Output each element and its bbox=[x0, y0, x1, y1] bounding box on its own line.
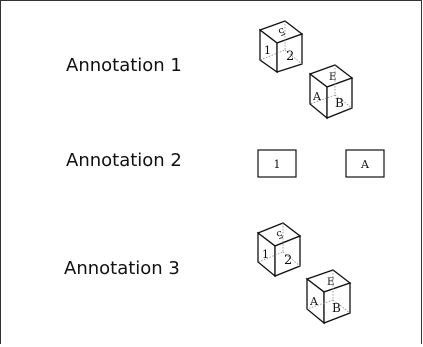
annotation-2-tiles: 1 A bbox=[257, 149, 385, 178]
cube-front-glyph: B bbox=[332, 301, 341, 315]
frame-border-left bbox=[0, 0, 1, 344]
cube-front-glyph: 2 bbox=[284, 253, 292, 268]
cube-front-glyph: 2 bbox=[286, 49, 294, 64]
cube-left-glyph: 1 bbox=[264, 44, 271, 57]
cube-hidden-edges bbox=[306, 270, 351, 314]
annotation-3-cubes: 5 1 2 E A B bbox=[256, 222, 352, 325]
tile-1 bbox=[257, 149, 297, 178]
cube-left-glyph: 1 bbox=[262, 248, 269, 261]
cube-top-glyph: 5 bbox=[276, 25, 286, 38]
tile-a bbox=[345, 149, 385, 178]
tile-a-glyph: A bbox=[360, 158, 370, 171]
cube-front-face bbox=[276, 33, 303, 73]
annotation-3-cube-bottom: E A B bbox=[305, 269, 352, 325]
annotation-1-cubes: 5 1 2 E A B bbox=[258, 20, 354, 120]
cube-top-glyph: E bbox=[329, 72, 336, 83]
annotation-1-cube-bottom: E A B bbox=[308, 64, 354, 120]
annotation-3-label: Annotation 3 bbox=[64, 258, 180, 279]
cube-left-glyph: A bbox=[309, 295, 319, 308]
annotation-1-cube-top: 5 1 2 bbox=[258, 20, 304, 74]
tile-1-glyph: 1 bbox=[274, 158, 281, 171]
cube-hidden-edges bbox=[257, 223, 301, 267]
frame-border-top bbox=[0, 0, 422, 1]
cube-top-glyph: 5 bbox=[274, 228, 284, 241]
annotation-1-label: Annotation 1 bbox=[66, 55, 182, 76]
cube-hidden-edges bbox=[309, 65, 353, 109]
annotation-3-cube-top: 5 1 2 bbox=[256, 222, 302, 278]
annotation-2-label: Annotation 2 bbox=[66, 150, 182, 171]
cube-top-glyph: E bbox=[327, 277, 334, 288]
cube-front-glyph: B bbox=[335, 96, 344, 110]
cube-hidden-edges bbox=[259, 21, 303, 65]
cube-left-glyph: A bbox=[312, 90, 322, 103]
